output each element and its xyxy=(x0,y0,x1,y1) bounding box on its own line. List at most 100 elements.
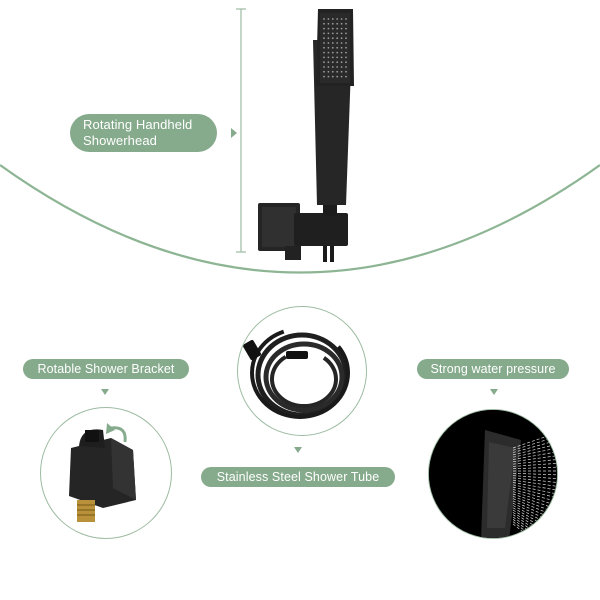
nozzle-dot xyxy=(323,42,325,44)
water-stream xyxy=(512,477,557,483)
water-stream xyxy=(512,443,557,456)
water-pressure-detail-circle xyxy=(428,409,558,539)
nozzle-dot xyxy=(323,37,325,40)
nozzle-dot xyxy=(331,22,334,25)
nozzle-dot xyxy=(327,61,330,64)
nozzle-dot xyxy=(323,75,325,78)
nozzle-dot xyxy=(327,70,330,73)
nozzle-dot xyxy=(345,46,347,49)
nozzle-dot xyxy=(336,46,339,49)
nozzle-dot xyxy=(331,61,334,64)
nozzle-dot xyxy=(340,46,343,49)
water-stream xyxy=(512,459,557,465)
water-stream xyxy=(512,475,557,480)
nozzle-dot xyxy=(336,66,339,68)
nozzle-dot xyxy=(327,66,330,68)
nozzle-dot xyxy=(340,75,343,78)
height-marker xyxy=(236,8,246,253)
nozzle-dot xyxy=(323,61,325,64)
water-stream xyxy=(512,489,557,503)
label-rotable-shower-bracket: Rotable Shower Bracket xyxy=(23,359,189,379)
nozzle-dot xyxy=(345,66,347,68)
water-stream xyxy=(512,484,557,495)
nozzle-dot xyxy=(327,27,330,30)
nozzle-dot xyxy=(345,27,347,30)
nozzle-dot xyxy=(327,37,330,40)
nozzle-dot xyxy=(336,32,339,35)
nozzle-dot xyxy=(323,56,325,59)
nozzle-dot xyxy=(327,18,330,20)
nozzle-dot xyxy=(345,56,347,59)
nozzle-dot xyxy=(327,75,330,78)
shower-bracket-image xyxy=(69,423,136,522)
pointer-arrow-icon xyxy=(294,447,302,453)
nozzle-dot xyxy=(331,51,334,54)
label-line-1: Rotating Handheld xyxy=(83,117,193,132)
nozzle-dot xyxy=(327,22,330,25)
water-stream xyxy=(512,486,557,499)
pointer-arrow-icon xyxy=(490,389,498,395)
nozzle-dot xyxy=(340,37,343,40)
nozzle-dot xyxy=(345,70,347,73)
shower-hose-image xyxy=(243,327,350,419)
label-line-2: Showerhead xyxy=(83,133,157,148)
nozzle-dot xyxy=(345,75,347,78)
nozzle-dot xyxy=(345,42,347,44)
water-spray-image xyxy=(429,410,557,538)
nozzle-dot xyxy=(331,42,334,44)
handheld-showerhead-image xyxy=(258,9,354,262)
nozzle-dot xyxy=(327,42,330,44)
nozzle-dot xyxy=(336,75,339,78)
label-rotating-handheld-showerhead: Rotating Handheld Showerhead xyxy=(70,114,217,152)
nozzle-dot xyxy=(323,27,325,30)
nozzle-dot xyxy=(340,70,343,73)
nozzle-dot xyxy=(336,22,339,25)
nozzle-dot xyxy=(331,18,334,20)
water-stream xyxy=(512,455,557,463)
nozzle-dot xyxy=(331,56,334,59)
nozzle-dot xyxy=(336,27,339,30)
nozzle-dot xyxy=(323,32,325,35)
nozzle-dot xyxy=(340,32,343,35)
nozzle-dot xyxy=(336,18,339,20)
water-stream xyxy=(512,482,557,491)
nozzle-dot xyxy=(331,70,334,73)
nozzle-dot xyxy=(340,42,343,44)
nozzle-dot xyxy=(327,56,330,59)
nozzle-dot xyxy=(323,46,325,49)
nozzle-dot xyxy=(327,32,330,35)
water-stream xyxy=(512,472,557,476)
nozzle-dot xyxy=(327,51,330,54)
nozzle-dot xyxy=(336,70,339,73)
tube-detail-circle xyxy=(237,306,367,436)
nozzle-dot xyxy=(340,61,343,64)
water-stream xyxy=(512,439,557,453)
nozzle-dot xyxy=(345,37,347,40)
nozzle-dot xyxy=(340,22,343,25)
water-stream xyxy=(512,466,557,470)
nozzle-dot xyxy=(340,66,343,68)
nozzle-dot xyxy=(345,32,347,35)
label-stainless-steel-shower-tube: Stainless Steel Shower Tube xyxy=(201,467,395,487)
nozzle-dot xyxy=(340,51,343,54)
nozzle-dot xyxy=(336,42,339,44)
label-strong-water-pressure: Strong water pressure xyxy=(417,359,569,379)
water-stream xyxy=(512,479,557,487)
nozzle-dot xyxy=(345,18,347,20)
nozzle-dot xyxy=(331,75,334,78)
nozzle-dot xyxy=(336,56,339,59)
nozzle-dot xyxy=(323,51,325,54)
nozzle-dot xyxy=(331,66,334,68)
pointer-arrow-icon xyxy=(231,128,237,138)
nozzle-dot xyxy=(336,37,339,40)
spray-nozzles xyxy=(323,18,347,78)
nozzle-dot xyxy=(336,61,339,64)
nozzle-dot xyxy=(331,46,334,49)
bracket-detail-circle xyxy=(40,407,172,539)
decorative-arc xyxy=(0,164,600,274)
nozzle-dot xyxy=(340,56,343,59)
nozzle-dot xyxy=(331,27,334,30)
water-stream xyxy=(512,447,557,458)
